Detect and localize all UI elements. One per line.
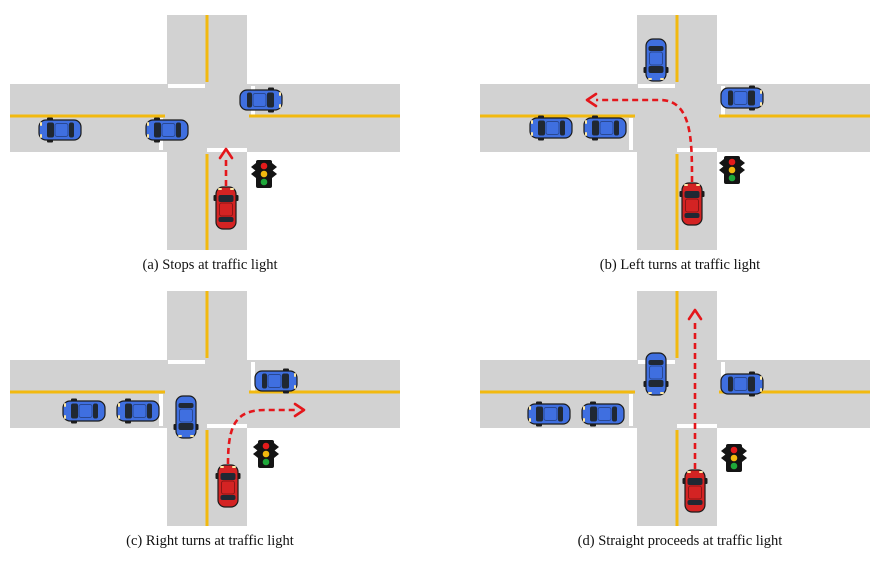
blue-car [145, 117, 189, 143]
panel-left-turn: (b) Left turns at traffic light [480, 10, 871, 280]
edge-line [480, 291, 637, 360]
blue-car [116, 398, 160, 424]
yellow-light [260, 170, 268, 178]
traffic-light-icon [251, 160, 277, 188]
trajectory-arrow-icon [596, 98, 694, 183]
red-light [260, 162, 268, 170]
edge-line [247, 291, 400, 360]
blue-car [643, 352, 669, 396]
edge-line [480, 15, 637, 84]
yellow-light [728, 166, 736, 174]
edge-line [247, 152, 400, 250]
green-light [260, 178, 268, 186]
road-network [10, 291, 400, 526]
edge-line [717, 291, 870, 360]
blue-car [254, 368, 298, 394]
edge-line [717, 15, 870, 84]
caption-stops: (a) Stops at traffic light [142, 257, 278, 273]
caption-left-turn: (b) Left turns at traffic light [599, 257, 761, 273]
intersection-diagram-straight [480, 291, 870, 526]
intersection-diagram-right-turn [10, 291, 400, 526]
edge-line [247, 428, 400, 526]
ego-red-car [215, 464, 241, 508]
caption-straight: (d) Straight proceeds at traffic light [577, 533, 783, 549]
arrow-head [293, 402, 306, 418]
red-light [728, 158, 736, 166]
edge-line [480, 152, 637, 250]
edge-line [10, 152, 167, 250]
green-light [728, 174, 736, 182]
panel-stops: (a) Stops at traffic light [10, 10, 410, 280]
traffic-light-icon [719, 156, 745, 184]
traffic-light-icon [721, 444, 747, 472]
intersection-diagram-stops [10, 15, 400, 250]
edge-line [10, 15, 167, 84]
panel-right-turn: (c) Right turns at traffic light [10, 286, 410, 556]
blue-car [38, 117, 82, 143]
yellow-light [262, 450, 270, 458]
blue-car [720, 85, 764, 111]
blue-car [527, 401, 571, 427]
blue-car [529, 115, 573, 141]
blue-car [173, 395, 199, 439]
arrow-head [218, 147, 234, 160]
red-light [730, 446, 738, 454]
edge-line [10, 291, 167, 360]
panel-straight: (d) Straight proceeds at traffic light [480, 286, 871, 556]
ego-red-car [682, 469, 708, 513]
blue-car [581, 401, 625, 427]
traffic-light-icon [253, 440, 279, 468]
arrow-head [687, 308, 703, 321]
arrow-head [585, 92, 598, 108]
blue-car [239, 87, 283, 113]
ego-red-car [213, 186, 239, 230]
horizontal-road [10, 82, 400, 154]
ego-red-car [679, 182, 705, 226]
blue-car [62, 398, 106, 424]
edge-line [480, 428, 637, 526]
trajectory-arrow-icon [226, 408, 295, 465]
blue-car [583, 115, 627, 141]
blue-car [643, 38, 669, 82]
green-light [262, 458, 270, 466]
edge-line [717, 428, 870, 526]
yellow-light [730, 454, 738, 462]
edge-line [717, 152, 870, 250]
edge-line [247, 15, 400, 84]
red-light [262, 442, 270, 450]
edge-line [10, 428, 167, 526]
caption-right-turn: (c) Right turns at traffic light [126, 533, 294, 549]
blue-car [720, 371, 764, 397]
intersection-diagram-left-turn [480, 15, 870, 250]
green-light [730, 462, 738, 470]
